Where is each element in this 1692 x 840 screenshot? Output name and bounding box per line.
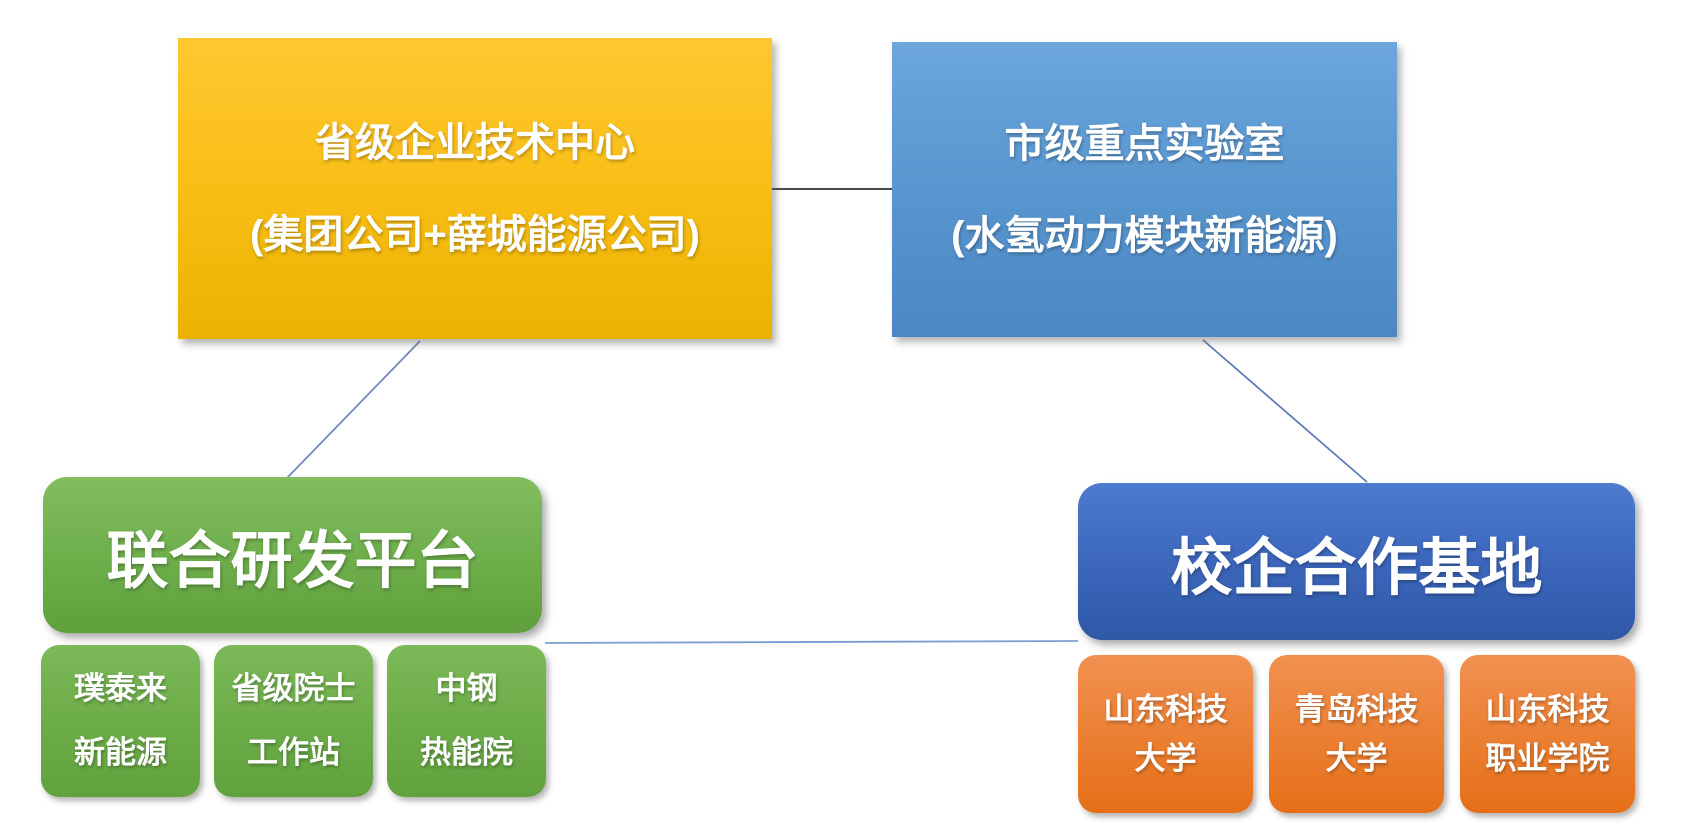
connector-provincial-to-platform-line	[286, 340, 421, 479]
member-label-line2: 工作站	[247, 735, 340, 770]
node-joint-rd-platform: 联合研发平台	[43, 477, 542, 633]
node-member-putailai: 璞泰来 新能源	[41, 645, 200, 797]
member-label-line2: 新能源	[74, 735, 167, 770]
school-enterprise-base-label: 校企合作基地	[1170, 533, 1543, 603]
node-member-shandong-vocational: 山东科技 职业学院	[1460, 655, 1635, 813]
node-member-sinosteel: 中钢 热能院	[387, 645, 546, 797]
node-member-shandong-ust: 山东科技 大学	[1078, 655, 1253, 813]
member-label-line1: 青岛科技	[1294, 692, 1419, 727]
connector-platform-to-base-line	[544, 640, 1079, 644]
member-label-line1: 中钢	[435, 671, 498, 706]
member-label-line2: 大学	[1325, 741, 1388, 776]
node-provincial-tech-center: 省级企业技术中心 (集团公司+薛城能源公司)	[178, 38, 772, 339]
provincial-center-title: 省级企业技术中心	[315, 120, 635, 165]
connector-municipal-to-base-line	[1202, 339, 1368, 483]
node-municipal-key-lab: 市级重点实验室 (水氢动力模块新能源)	[892, 42, 1397, 337]
municipal-lab-subtitle: (水氢动力模块新能源)	[951, 213, 1338, 258]
member-label-line2: 大学	[1134, 741, 1197, 776]
municipal-lab-title: 市级重点实验室	[1004, 121, 1285, 166]
node-school-enterprise-base: 校企合作基地	[1078, 483, 1635, 640]
member-label-line1: 山东科技	[1103, 692, 1228, 727]
member-label-line2: 职业学院	[1485, 741, 1610, 776]
member-label-line2: 热能院	[420, 735, 513, 770]
node-member-academician-station: 省级院士 工作站	[214, 645, 373, 797]
member-label-line1: 璞泰来	[74, 671, 167, 706]
member-label-line1: 山东科技	[1485, 692, 1610, 727]
node-member-qingdao-ust: 青岛科技 大学	[1269, 655, 1444, 813]
provincial-center-subtitle: (集团公司+薛城能源公司)	[250, 212, 700, 257]
member-label-line1: 省级院士	[231, 671, 356, 706]
joint-rd-platform-label: 联合研发平台	[106, 527, 479, 596]
